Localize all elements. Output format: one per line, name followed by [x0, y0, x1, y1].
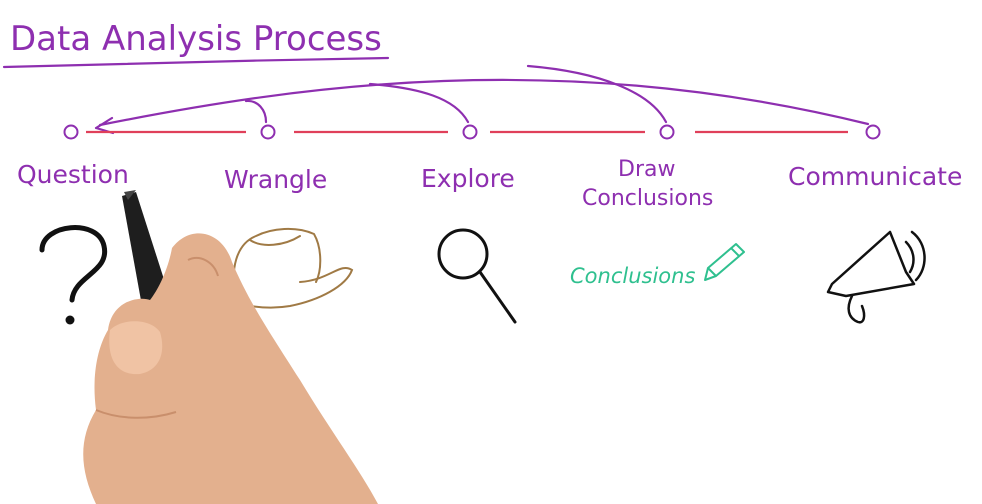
arrow-head-icon	[94, 116, 115, 135]
step-label-explore: Explore	[421, 164, 515, 193]
title-underline	[2, 56, 390, 69]
step-label-wrangle: Wrangle	[224, 165, 327, 194]
hand-with-pen-image	[83, 190, 379, 504]
timeline-node-wrangle	[260, 124, 276, 140]
feedback-arrows	[94, 64, 870, 135]
timeline-node-question	[63, 124, 79, 140]
pencil-icon	[704, 243, 745, 281]
diagram-title: Data Analysis Process	[10, 19, 382, 59]
step-label-communicate: Communicate	[788, 162, 962, 191]
magnifying-glass-icon	[437, 228, 517, 324]
question-mark-icon	[39, 225, 108, 325]
timeline-node-draw-conclusions	[659, 124, 675, 140]
step-label-question: Question	[17, 160, 129, 189]
conclusions-note: Conclusions	[570, 264, 695, 288]
timeline-node-communicate	[865, 124, 881, 140]
step-label-draw: Draw	[618, 157, 675, 182]
feedback-arc-wrangle	[244, 99, 268, 124]
step-label-conclusions: Conclusions	[582, 186, 713, 211]
feedback-arc-explore	[368, 82, 470, 124]
timeline-node-explore	[462, 124, 478, 140]
timeline	[63, 124, 881, 140]
feedback-arc-communicate	[98, 78, 870, 127]
feedback-arc-conclusions	[526, 64, 668, 124]
megaphone-icon	[826, 230, 926, 324]
